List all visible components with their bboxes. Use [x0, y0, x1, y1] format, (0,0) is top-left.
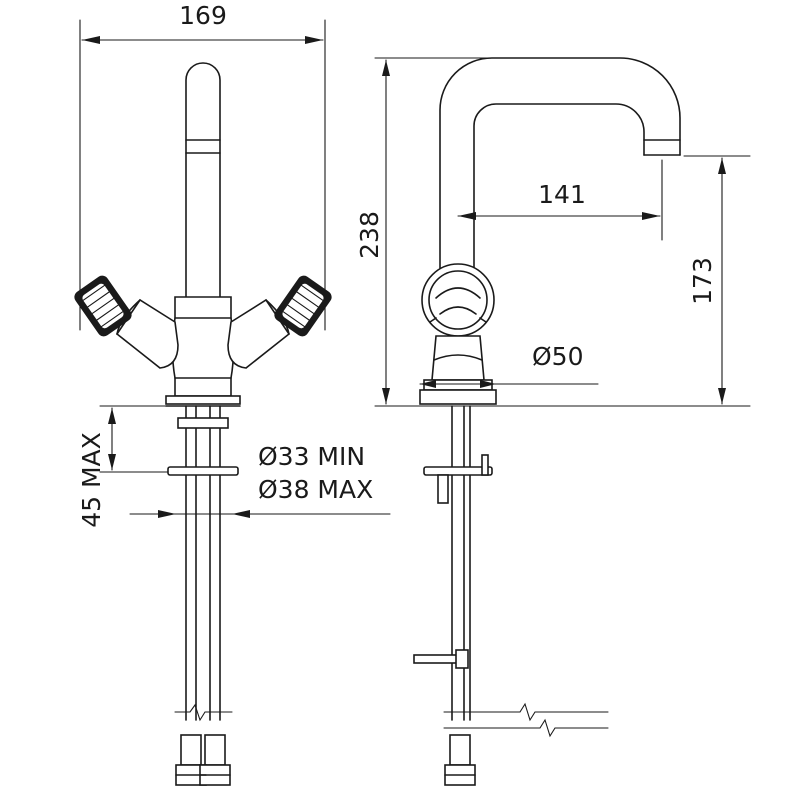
front-base	[165, 395, 241, 405]
dim-238-label: 238	[355, 211, 384, 259]
front-view: 169	[74, 1, 391, 786]
dim-169: 169	[81, 1, 324, 44]
side-handle-wheel	[421, 263, 495, 337]
front-spout	[185, 62, 221, 301]
dim-hole-min-label: Ø33 MIN	[258, 442, 365, 471]
front-left-arm	[115, 298, 179, 369]
dim-238: 238	[355, 57, 751, 407]
front-body	[171, 296, 235, 397]
dim-141: 141	[457, 159, 663, 241]
front-right-arm	[227, 298, 291, 369]
front-supply-pipes	[167, 405, 239, 786]
dim-173: 173	[683, 155, 751, 405]
dim-hole: Ø33 MIN Ø38 MAX	[129, 442, 391, 518]
dim-169-label: 169	[179, 1, 227, 30]
dim-50: Ø50	[419, 342, 599, 388]
front-right-handle-knurled	[274, 275, 332, 337]
side-supply-pipes	[413, 405, 609, 786]
dim-hole-max-label: Ø38 MAX	[258, 475, 373, 504]
dim-50-label: Ø50	[532, 342, 584, 371]
dim-45-max: 45 MAX	[77, 405, 169, 528]
front-left-handle-knurled	[74, 275, 132, 337]
side-view: 238 141 173	[355, 57, 751, 786]
dim-141-label: 141	[538, 180, 586, 209]
dim-173-label: 173	[688, 257, 717, 305]
dim-45-max-label: 45 MAX	[77, 432, 106, 528]
side-spout	[439, 57, 681, 301]
